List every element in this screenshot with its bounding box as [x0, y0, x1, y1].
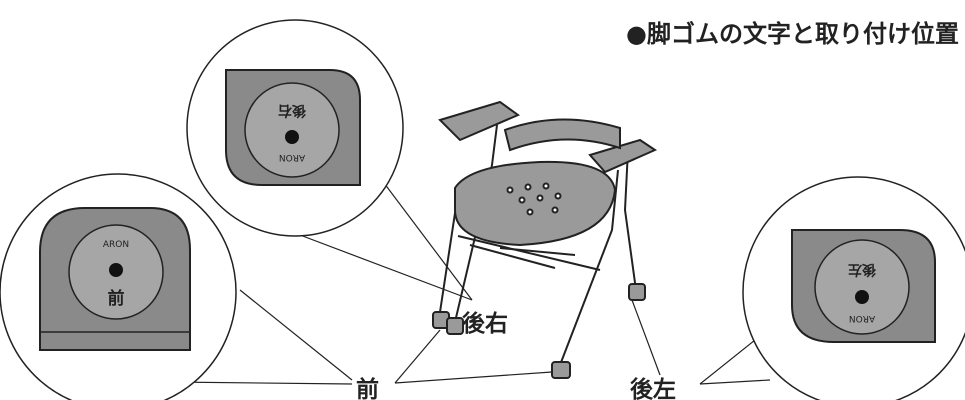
page-title: ●脚ゴムの文字と取り付け位置 — [626, 20, 959, 48]
rear-right-leg — [454, 124, 498, 323]
pad-mark-text: 前 — [108, 288, 125, 309]
armrest-right — [438, 100, 521, 142]
chair-seat — [454, 160, 617, 247]
leader-line — [394, 371, 553, 384]
pad-mark-text: 後左 — [848, 261, 876, 278]
pad-inner-ring — [814, 239, 910, 335]
center-dot-icon — [109, 263, 123, 277]
callout-line — [699, 379, 771, 385]
label-rear-right: 後右 — [462, 310, 508, 337]
leader-line — [631, 299, 661, 376]
label-front: 前 — [356, 376, 379, 400]
pad-brand-text: ARON — [103, 240, 129, 250]
front-right-leg — [439, 199, 458, 313]
shower-chair — [432, 100, 658, 379]
foot-pad — [628, 283, 646, 301]
leader-line — [394, 329, 441, 384]
callout-line — [169, 381, 353, 385]
backrest — [503, 118, 621, 152]
callout-line — [239, 289, 353, 381]
rear-left-leg — [623, 149, 637, 291]
armrest-left — [588, 138, 658, 174]
foot-pad — [446, 317, 464, 335]
pad-brand-text: ARON — [849, 313, 875, 323]
front-pad-callout: ARON 前 — [0, 173, 353, 400]
rear-left-pad-callout: 後左 ARON — [699, 176, 965, 400]
callout-line — [377, 174, 473, 301]
center-dot-icon — [285, 130, 299, 144]
foot-pad — [551, 361, 571, 379]
center-dot-icon — [855, 290, 869, 304]
rear-right-pad-callout: 後右 ARON — [186, 19, 473, 301]
pad-brand-text: ARON — [279, 152, 305, 162]
pad-mark-text: 後右 — [278, 102, 306, 119]
label-rear-left: 後左 — [630, 376, 676, 400]
